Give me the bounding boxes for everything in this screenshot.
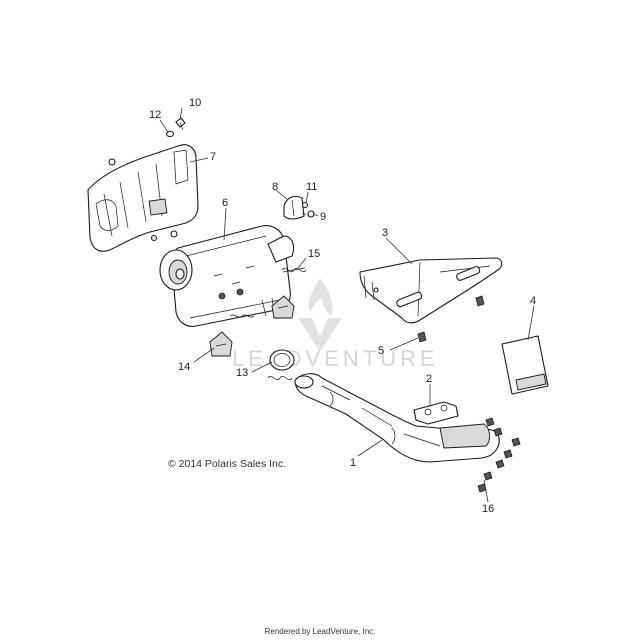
callout-15[interactable]: 15 bbox=[308, 248, 320, 260]
part-9-bolt[interactable] bbox=[302, 210, 315, 218]
callout-4[interactable]: 4 bbox=[530, 295, 536, 307]
callout-1[interactable]: 1 bbox=[350, 457, 356, 469]
callout-8[interactable]: 8 bbox=[272, 181, 278, 193]
callout-16[interactable]: 16 bbox=[482, 503, 494, 515]
callout-7[interactable]: 7 bbox=[210, 151, 216, 163]
callout-3[interactable]: 3 bbox=[382, 227, 388, 239]
part-12-washer[interactable] bbox=[165, 130, 175, 138]
part-4-decal[interactable] bbox=[501, 335, 549, 395]
watermark-logo-icon bbox=[308, 278, 333, 316]
part-10-bolt[interactable] bbox=[175, 117, 186, 131]
callout-14[interactable]: 14 bbox=[178, 361, 190, 373]
part-15-spring[interactable] bbox=[281, 267, 307, 273]
callout-6[interactable]: 6 bbox=[222, 197, 228, 209]
callout-13[interactable]: 13 bbox=[236, 367, 248, 379]
part-7-heat-shield[interactable] bbox=[87, 144, 199, 252]
callout-2[interactable]: 2 bbox=[426, 373, 432, 385]
callout-12[interactable]: 12 bbox=[149, 109, 161, 121]
part-14-isolator-upper[interactable] bbox=[271, 295, 295, 319]
part-3-bracket[interactable] bbox=[359, 257, 503, 324]
watermark: LEADVENTURE bbox=[232, 278, 439, 371]
watermark-text: LEADVENTURE bbox=[232, 346, 439, 371]
part-14-isolator[interactable] bbox=[209, 331, 233, 357]
part-5-screw[interactable] bbox=[417, 331, 427, 343]
render-credit: Rendered by LeadVenture, Inc. bbox=[264, 627, 376, 636]
muffler-springs bbox=[229, 314, 255, 318]
callout-11[interactable]: 11 bbox=[306, 181, 317, 193]
part-8-clamp[interactable] bbox=[283, 195, 305, 220]
part-5-screw-upper[interactable] bbox=[475, 295, 485, 307]
part-16-bolt-set[interactable] bbox=[477, 417, 521, 493]
part-2-gasket[interactable] bbox=[413, 401, 459, 425]
callouts: 10 12 7 8 11 9 6 15 3 4 5 14 13 2 1 16 bbox=[149, 97, 536, 515]
part-1-head-pipe[interactable] bbox=[294, 373, 500, 463]
part-13-gasket[interactable] bbox=[267, 349, 295, 381]
callout-5[interactable]: 5 bbox=[378, 345, 384, 357]
watermark-v-icon bbox=[298, 318, 342, 352]
part-6-muffler[interactable] bbox=[159, 225, 295, 327]
callout-9[interactable]: 9 bbox=[320, 211, 326, 223]
part-11-nut[interactable] bbox=[301, 201, 309, 209]
callout-10[interactable]: 10 bbox=[189, 97, 201, 109]
copyright-notice: © 2014 Polaris Sales Inc. bbox=[168, 458, 287, 470]
leader-lines bbox=[159, 107, 535, 503]
